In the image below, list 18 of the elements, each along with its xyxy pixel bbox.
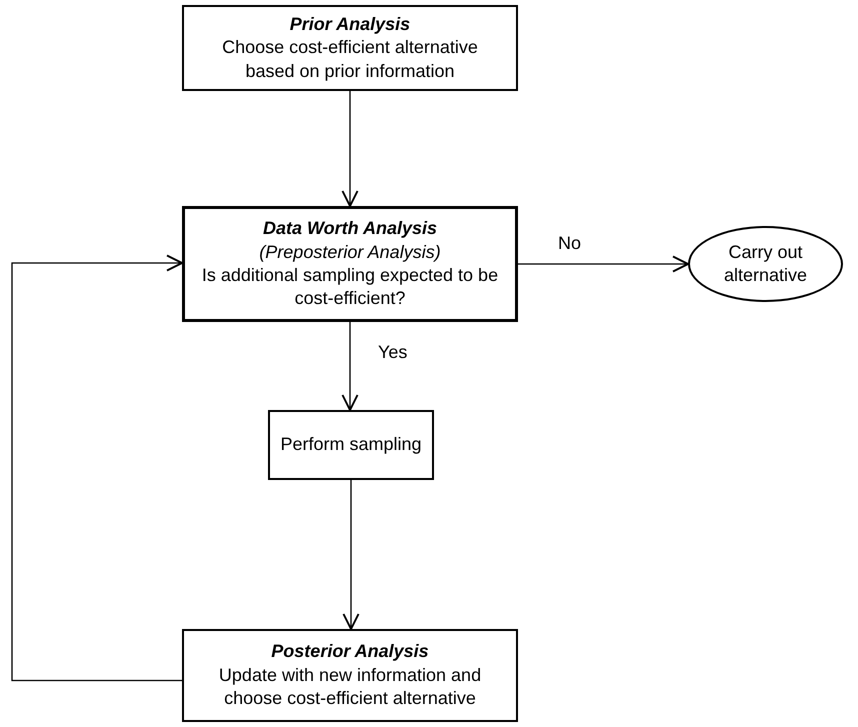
box-text: Carry out alternative bbox=[722, 240, 808, 287]
box-text: Choose cost-efficient alternative based on prior information bbox=[221, 36, 479, 83]
box-text: Update with new information and choose cost-efficient alternative bbox=[218, 664, 482, 710]
box-subheading: (Preposterior Analysis) bbox=[259, 240, 441, 264]
arrow bbox=[342, 480, 360, 630]
process-box bbox=[182, 629, 518, 722]
box-text: Perform sampling bbox=[280, 433, 422, 456]
box-text: Is additional sampling expected to be cost-efficient? bbox=[200, 264, 500, 310]
process-box bbox=[182, 5, 518, 91]
arrow bbox=[518, 256, 689, 272]
box-heading: Prior Analysis bbox=[290, 12, 410, 36]
box-heading: Posterior Analysis bbox=[271, 640, 429, 664]
box-heading: Data Worth Analysis bbox=[262, 217, 438, 240]
process-box bbox=[268, 410, 434, 480]
arrow bbox=[11, 254, 183, 682]
arrow bbox=[342, 322, 358, 411]
process-box bbox=[182, 206, 518, 322]
arrow bbox=[342, 91, 358, 207]
